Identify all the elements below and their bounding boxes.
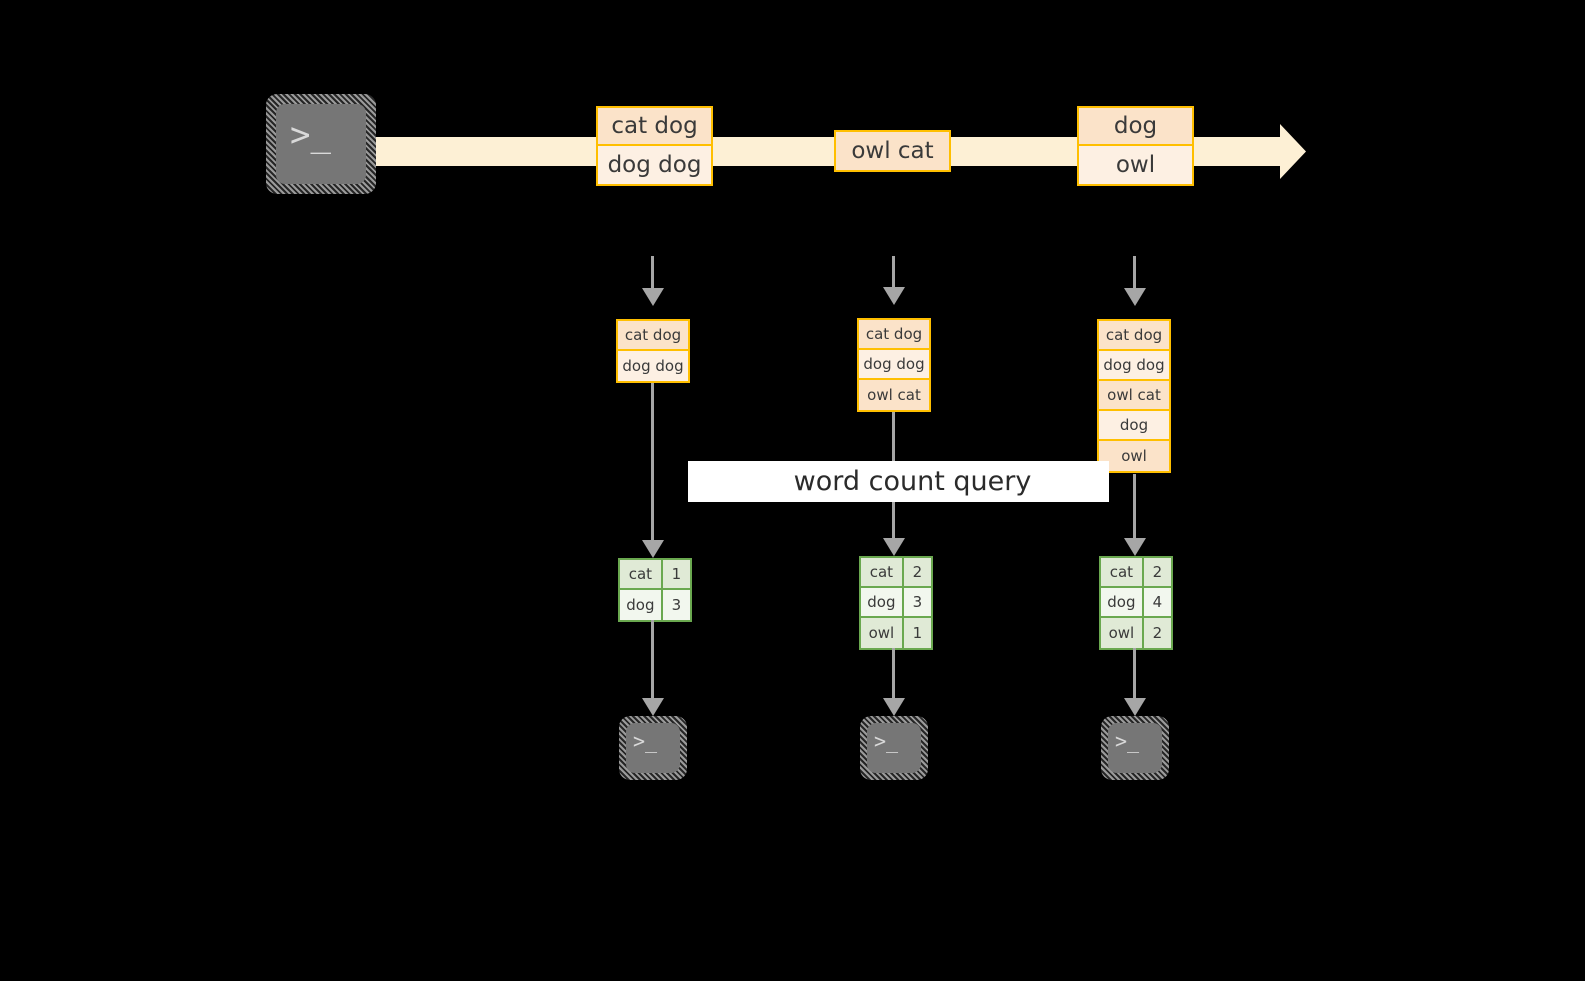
stream-record-line: owl cat [836, 132, 949, 170]
stream-arrowhead-icon [1252, 124, 1306, 179]
result-row: cat 2 [1101, 558, 1171, 588]
log-line: owl cat [1099, 381, 1169, 411]
query-arrowhead [1123, 538, 1146, 556]
result-count: 1 [662, 560, 690, 588]
sink-terminal-icon: >_ [619, 716, 687, 780]
result-word: dog [620, 590, 663, 620]
stream-record-group: cat dog dog dog [596, 106, 713, 186]
result-word: owl [861, 618, 904, 648]
stream-tap-connector [1133, 256, 1136, 290]
log-line: cat dog [1099, 321, 1169, 351]
query-label-band: word count query [688, 461, 1109, 502]
stream-tap-arrowhead [882, 287, 905, 305]
query-arrowhead [641, 540, 664, 558]
sink-arrowhead [1123, 698, 1146, 716]
stream-tap-arrowhead [1123, 288, 1146, 306]
terminal-face [626, 723, 680, 773]
sink-connector [892, 648, 895, 702]
result-row: cat 2 [861, 558, 931, 588]
log-line: owl [1099, 441, 1169, 471]
source-terminal-icon: >_ [266, 94, 376, 194]
log-line: dog [1099, 411, 1169, 441]
result-count: 2 [903, 558, 931, 586]
sink-connector [1133, 648, 1136, 702]
terminal-face [867, 723, 921, 773]
terminal-prompt-glyph: >_ [874, 729, 899, 753]
stream-tap-arrowhead [641, 288, 664, 306]
stream-record-line: owl [1079, 146, 1192, 184]
result-count: 3 [903, 588, 931, 616]
sink-terminal-icon: >_ [1101, 716, 1169, 780]
log-line: cat dog [859, 320, 929, 350]
result-row: cat 1 [620, 560, 690, 590]
terminal-face [276, 104, 366, 184]
stream-tap-connector [651, 256, 654, 290]
stream-record-group: dog owl [1077, 106, 1194, 186]
result-word: dog [861, 588, 904, 616]
result-word: dog [1101, 588, 1144, 616]
query-connector [1133, 474, 1136, 547]
result-count: 3 [662, 590, 690, 620]
result-word: cat [1101, 558, 1144, 586]
result-row: owl 1 [861, 618, 931, 648]
terminal-prompt-glyph: >_ [290, 115, 331, 155]
query-arrowhead [882, 538, 905, 556]
stream-record-line: dog dog [598, 146, 711, 184]
result-row: owl 2 [1101, 618, 1171, 648]
stream-record-group: owl cat [834, 130, 951, 172]
sink-terminal-icon: >_ [860, 716, 928, 780]
accumulated-log: cat dog dog dog [616, 319, 690, 383]
result-count: 4 [1143, 588, 1171, 616]
result-table: cat 2 dog 4 owl 2 [1099, 556, 1173, 650]
stream-tap-connector [892, 256, 895, 289]
log-line: dog dog [618, 351, 688, 381]
stream-record-line: dog [1079, 108, 1192, 146]
accumulated-log: cat dog dog dog owl cat [857, 318, 931, 412]
terminal-prompt-glyph: >_ [1115, 729, 1140, 753]
query-connector [651, 383, 654, 549]
result-count: 2 [1143, 618, 1171, 648]
result-row: dog 3 [620, 590, 690, 620]
result-table: cat 1 dog 3 [618, 558, 692, 622]
log-line: owl cat [859, 380, 929, 410]
terminal-prompt-glyph: >_ [633, 729, 658, 753]
sink-arrowhead [882, 698, 905, 716]
query-label: word count query [793, 466, 1032, 497]
result-word: owl [1101, 618, 1144, 648]
result-row: dog 3 [861, 588, 931, 618]
log-line: dog dog [1099, 351, 1169, 381]
log-line: cat dog [618, 321, 688, 351]
accumulated-log: cat dog dog dog owl cat dog owl [1097, 319, 1171, 473]
result-word: cat [861, 558, 904, 586]
log-line: dog dog [859, 350, 929, 380]
result-row: dog 4 [1101, 588, 1171, 618]
terminal-face [1108, 723, 1162, 773]
result-table: cat 2 dog 3 owl 1 [859, 556, 933, 650]
sink-connector [651, 620, 654, 702]
result-count: 2 [1143, 558, 1171, 586]
result-count: 1 [903, 618, 931, 648]
result-word: cat [620, 560, 663, 588]
sink-arrowhead [641, 698, 664, 716]
stream-record-line: cat dog [598, 108, 711, 146]
